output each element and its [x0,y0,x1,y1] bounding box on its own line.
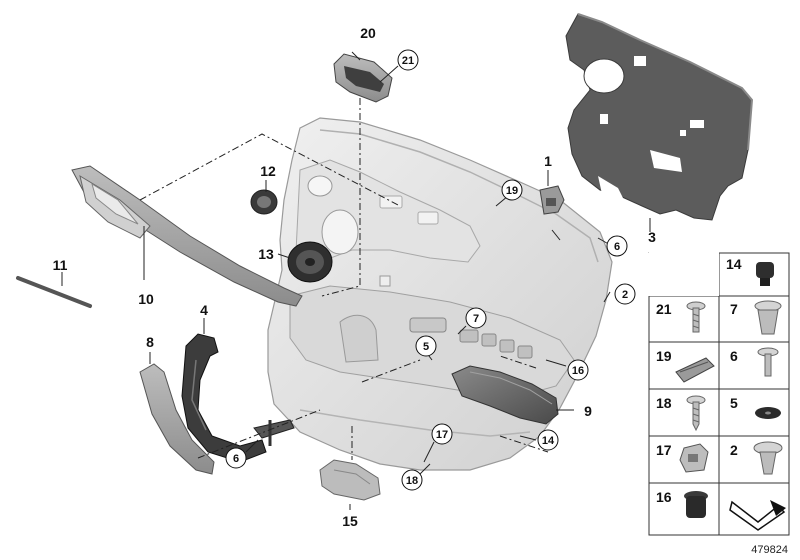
clip-icon [679,443,709,473]
label-11: 11 [53,257,68,273]
label-10: 10 [138,291,154,307]
armrest-pad-part [451,365,559,425]
table-num-6: 6 [730,348,738,364]
label-13: 13 [258,246,274,262]
dash-dot-lines [139,98,549,460]
table-num-16: 16 [656,489,672,505]
label-15: 15 [342,513,358,529]
svg-text:18: 18 [406,475,418,487]
circled-label-7: 7 [465,307,487,329]
arrow-icon [729,500,786,531]
door-trim-panel-part [267,117,613,471]
circled-label-14: 14 [537,429,559,451]
table-num-19: 19 [656,348,672,364]
svg-text:6: 6 [233,453,239,465]
seal-rod-part [16,276,92,308]
svg-text:19: 19 [506,185,518,197]
tapping-screw-icon [686,395,706,432]
label-12: 12 [260,163,276,179]
switch-block-part [319,459,381,501]
screw-washer-icon [686,301,706,333]
circled-label-19: 19 [501,179,523,201]
circled-label-16: 16 [567,359,589,381]
svg-text:7: 7 [473,313,479,325]
grab-handle-part [139,363,215,475]
table-num-18: 18 [656,395,672,411]
label-4: 4 [200,302,208,318]
circled-label-5: 5 [415,335,437,357]
flange-screw-icon [757,347,779,377]
expanding-nut-icon [754,300,782,335]
trim-strip-part [71,165,303,307]
clip-strip-icon [675,357,715,383]
table-num-17: 17 [656,442,672,458]
small-grille-part [250,189,278,215]
circled-label-2: 2 [614,283,636,305]
label-3: 3 [648,229,656,245]
table-num-2: 2 [730,442,738,458]
svg-text:16: 16 [572,365,584,377]
handle-bracket-part [181,333,267,463]
label-20: 20 [360,25,376,41]
circled-label-6-right: 6 [606,235,628,257]
speaker-grille-part [287,241,333,283]
label-8: 8 [146,334,154,350]
circled-label-17: 17 [431,423,453,445]
svg-text:17: 17 [436,429,448,441]
circled-label-21: 21 [397,49,419,71]
washer-icon [755,407,781,419]
tweeter-part [333,53,393,103]
svg-text:21: 21 [402,55,414,67]
document-number: 479824 [751,544,788,556]
label-9: 9 [584,403,592,419]
grommet-icon [756,262,774,286]
table-num-5: 5 [730,395,738,411]
fastener-table: 14 21 7 19 6 18 5 17 2 16 [648,252,790,536]
circled-label-6-left: 6 [225,447,247,469]
circled-label-18: 18 [401,469,423,491]
table-num-14: 14 [726,256,742,272]
svg-text:5: 5 [423,341,429,353]
table-num-7: 7 [730,301,738,317]
svg-text:14: 14 [542,435,555,447]
svg-text:2: 2 [622,289,628,301]
table-num-21: 21 [656,301,672,317]
plug-icon [684,491,708,518]
clip-part [539,185,565,215]
label-1: 1 [544,153,552,169]
svg-text:6: 6 [614,241,620,253]
push-clip-icon [753,441,783,475]
insulation-mat-part [565,13,754,221]
leader-lines [61,51,651,510]
